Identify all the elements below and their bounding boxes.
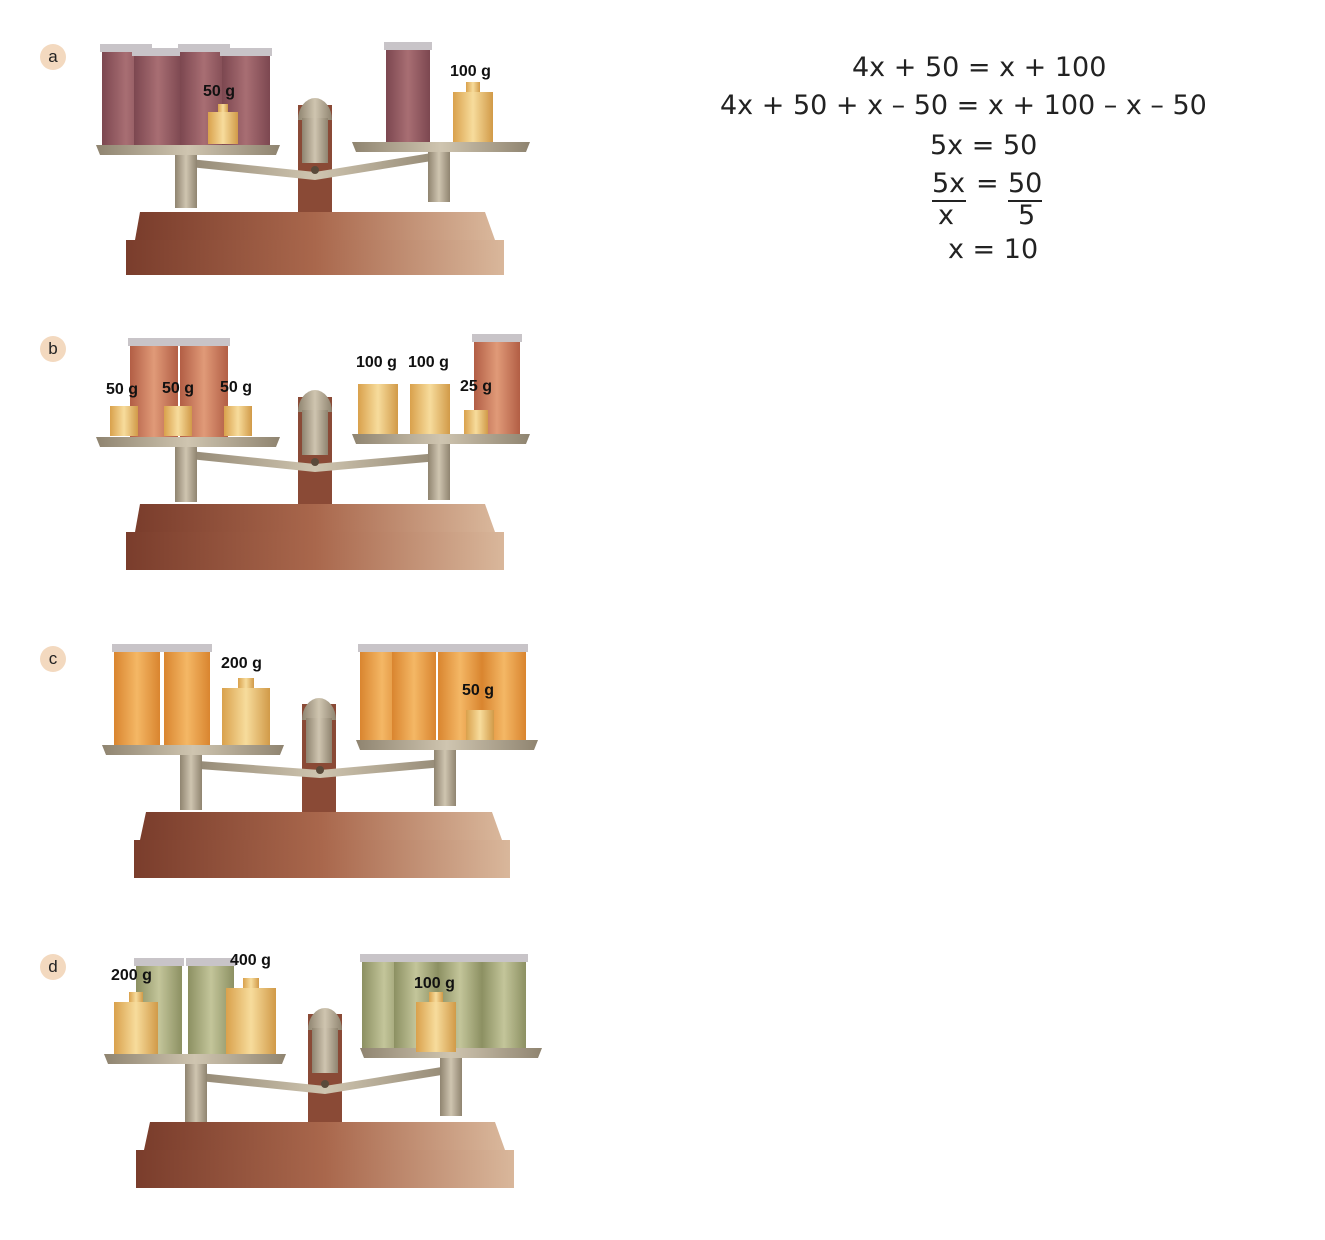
balance-scale-illustration: 200 g 50 g	[102, 644, 538, 878]
weight-label: 100 g	[408, 354, 449, 371]
brass-weight	[114, 1002, 158, 1054]
balance-panel-b: b 50 g 50 g 50 g 100 g 100 g 25 g	[40, 322, 560, 622]
weight-label: 50 g	[462, 682, 494, 699]
balance-scale-illustration: 50 g 50 g 50 g 100 g 100 g 25 g	[96, 334, 530, 570]
fraction-bar-left	[932, 200, 966, 202]
scale-base	[136, 1150, 514, 1188]
scale-beam	[180, 150, 450, 180]
panel-letter-badge: d	[40, 954, 66, 980]
balance-panel-a: a 50 g	[40, 30, 560, 330]
equation-line-5: x = 10	[948, 234, 1039, 265]
balance-scale-illustration: 50 g 100 g	[96, 42, 530, 275]
balance-panel-d: d 200 g 400 g 100 g	[40, 940, 560, 1240]
brass-weight	[164, 406, 192, 436]
panel-letter-badge: b	[40, 336, 66, 362]
equation-line-2: 4x + 50 + x – 50 = x + 100 – x – 50	[720, 90, 1207, 121]
brass-weight	[453, 92, 493, 142]
brass-weight	[224, 406, 252, 436]
scale-beam	[190, 1064, 460, 1094]
scale-beam	[185, 758, 455, 778]
weight-label: 50 g	[220, 379, 252, 396]
brass-weight	[208, 112, 238, 144]
scale-dial	[302, 118, 328, 163]
brass-weight	[464, 410, 488, 434]
weight-label: 100 g	[450, 63, 491, 80]
weight-label: 100 g	[414, 975, 455, 992]
fraction-equals: =	[976, 168, 999, 199]
scale-base	[126, 532, 504, 570]
brass-weight	[466, 710, 494, 740]
fraction-denominator-right: 5	[1018, 200, 1036, 231]
weight-label: 50 g	[106, 381, 138, 398]
scale-base	[134, 840, 510, 878]
brass-weight	[222, 688, 270, 745]
left-jars	[100, 44, 272, 145]
right-pan	[352, 434, 530, 444]
panel-letter-badge: c	[40, 646, 66, 672]
brass-weight	[410, 384, 450, 434]
left-pan	[96, 145, 280, 155]
fraction-bar-right	[1008, 200, 1042, 202]
right-jars	[358, 644, 528, 740]
weight-label: 100 g	[356, 354, 397, 371]
fraction-numerator-left: 5x	[932, 168, 966, 199]
brass-weight	[110, 406, 138, 436]
fraction-denominator-left: x	[938, 200, 954, 231]
weight-label: 200 g	[221, 655, 262, 672]
balance-scale-illustration: 200 g 400 g 100 g	[104, 952, 542, 1188]
scale-base	[126, 240, 504, 275]
scale-beam	[180, 450, 450, 472]
weight-label: 50 g	[162, 380, 194, 397]
weight-label: 200 g	[111, 967, 152, 984]
brass-weight	[416, 1002, 456, 1052]
right-pan	[360, 1048, 542, 1058]
brass-weight	[226, 988, 276, 1054]
right-pan-stem	[428, 142, 450, 202]
equation-line-3: 5x = 50	[930, 130, 1038, 161]
left-jars	[112, 644, 212, 745]
right-jar	[386, 48, 430, 142]
weight-label: 50 g	[203, 83, 235, 100]
weight-label: 25 g	[460, 378, 492, 395]
right-pan	[356, 740, 538, 750]
brass-weight	[358, 384, 398, 434]
left-pan	[102, 745, 284, 755]
left-pan	[96, 437, 280, 447]
balance-panel-c: c 200 g 50 g	[40, 632, 560, 932]
right-pan	[352, 142, 530, 152]
equation-solution: 4x + 50 = x + 100 4x + 50 + x – 50 = x +…	[700, 48, 1280, 278]
fraction-numerator-right: 50	[1008, 168, 1043, 199]
left-pan	[104, 1054, 286, 1064]
left-pan-stem	[175, 148, 197, 208]
panel-letter-badge: a	[40, 44, 66, 70]
scale-base-top	[135, 212, 495, 240]
equation-line-1: 4x + 50 = x + 100	[852, 52, 1107, 83]
weight-label: 400 g	[230, 952, 271, 969]
